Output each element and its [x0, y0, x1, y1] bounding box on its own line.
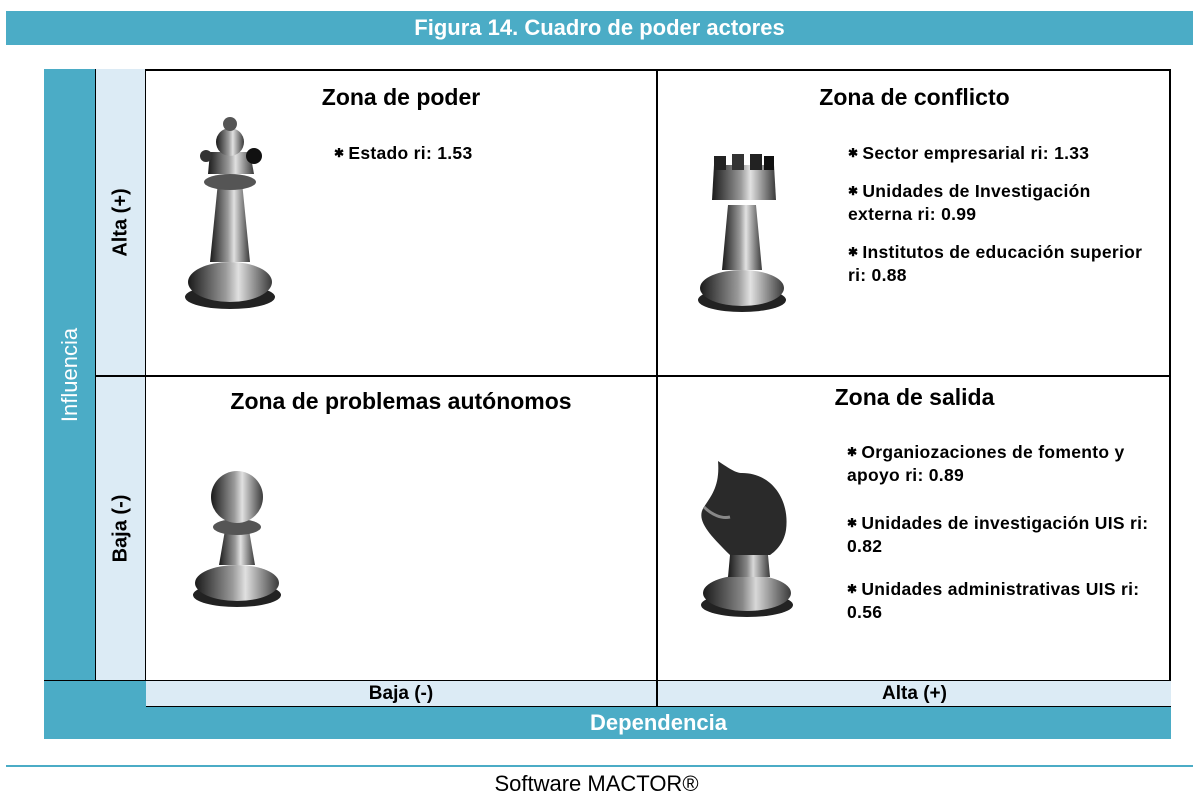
dependence-axis-label: Dependencia: [146, 707, 1171, 739]
power-actor-text: Estado ri: 1.53: [348, 143, 473, 163]
zone-autonomous-title: Zona de problemas autónomos: [230, 388, 572, 414]
exit-actor-text: Unidades administrativas UIS ri: 0.56: [847, 579, 1140, 622]
chess-rook-icon: [698, 154, 786, 312]
influence-low-wrap: Baja (-): [96, 376, 146, 681]
conflict-actor-text: Unidades de Investigación externa ri: 0.…: [848, 181, 1091, 224]
footer-rule: [6, 765, 1193, 767]
conflict-actor-text: Institutos de educación superior ri: 0.8…: [848, 242, 1143, 285]
bullet-star-icon: ✱: [334, 146, 345, 160]
influence-axis-label: Influencia: [57, 327, 82, 423]
source-caption: Software MACTOR®: [494, 771, 699, 796]
axis-divider: [146, 706, 1171, 708]
conflict-actor-list: ✱Sector empresarial ri: 1.33 ✱Unidades d…: [848, 142, 1158, 287]
chess-pawn-icon: [193, 471, 281, 607]
zone-power-title: Zona de poder: [321, 84, 481, 110]
exit-actor-item: ✱Unidades de investigación UIS ri: 0.82: [847, 512, 1162, 558]
chess-queen-icon: [185, 117, 275, 309]
grid-col-divider: [656, 69, 658, 739]
bullet-star-icon: ✱: [847, 582, 858, 596]
bullet-star-icon: ✱: [848, 184, 859, 198]
dependence-low-label: Baja (-): [146, 681, 656, 707]
influence-high-wrap: Alta (+): [96, 69, 146, 376]
influence-low-label: Baja (-): [109, 494, 132, 563]
influence-axis-band: [44, 69, 96, 681]
bullet-star-icon: ✱: [847, 516, 858, 530]
zone-exit-title: Zona de salida: [834, 384, 995, 410]
bullet-star-icon: ✱: [847, 445, 858, 459]
conflict-actor-text: Sector empresarial ri: 1.33: [862, 143, 1090, 163]
chess-knight-icon: [701, 461, 793, 617]
exit-actor-item: ✱Unidades administrativas UIS ri: 0.56: [847, 578, 1162, 624]
exit-actor-text: Organiozaciones de fomento y apoyo ri: 0…: [847, 442, 1125, 485]
power-actor-item: ✱Estado ri: 1.53: [334, 142, 634, 165]
zone-conflict-title: Zona de conflicto: [819, 84, 1010, 110]
grid-row-divider: [96, 375, 1171, 377]
influence-high-label: Alta (+): [109, 188, 132, 257]
figure-title: Figura 14. Cuadro de poder actores: [6, 11, 1193, 45]
conflict-actor-item: ✱Institutos de educación superior ri: 0.…: [848, 241, 1158, 287]
bullet-star-icon: ✱: [848, 146, 859, 160]
axis-corner: [44, 681, 146, 739]
exit-actor-list: ✱Organiozaciones de fomento y apoyo ri: …: [847, 441, 1162, 624]
dependence-high-label: Alta (+): [658, 681, 1171, 707]
bullet-star-icon: ✱: [848, 245, 859, 259]
conflict-actor-item: ✱Unidades de Investigación externa ri: 0…: [848, 180, 1158, 226]
influence-axis-label-wrap: Influencia: [44, 69, 96, 681]
conflict-actor-item: ✱Sector empresarial ri: 1.33: [848, 142, 1158, 165]
exit-actor-item: ✱Organiozaciones de fomento y apoyo ri: …: [847, 441, 1162, 487]
exit-actor-text: Unidades de investigación UIS ri: 0.82: [847, 513, 1149, 556]
